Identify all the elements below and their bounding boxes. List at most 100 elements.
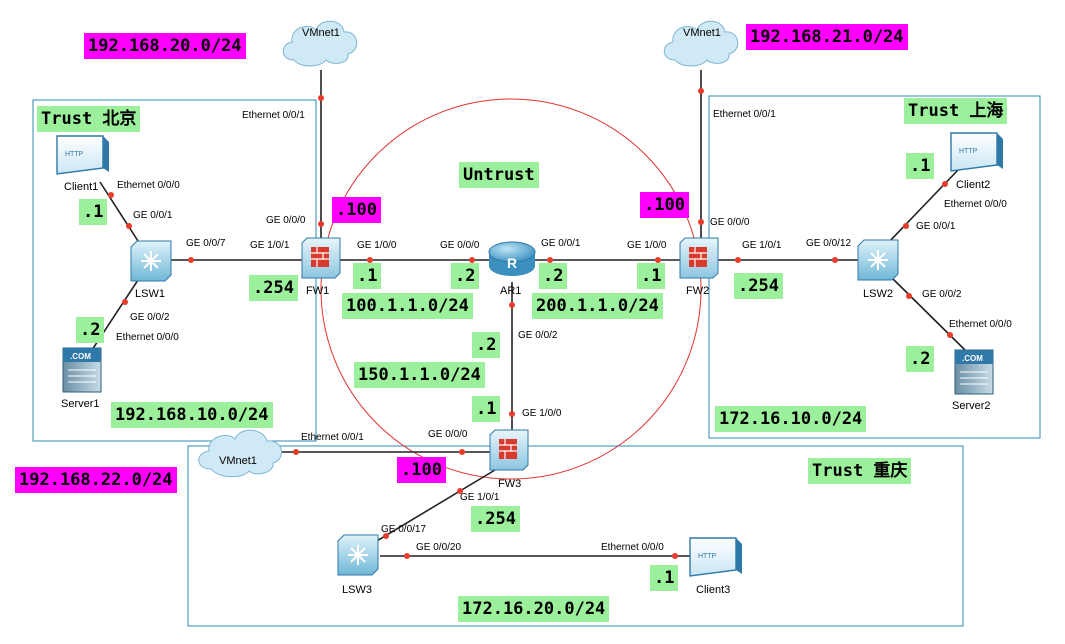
switch-icon: [337, 534, 379, 576]
port-label: GE 1/0/0: [627, 240, 667, 251]
port-label: GE 0/0/20: [416, 542, 461, 553]
zone-shanghai-label: Trust 上海: [904, 98, 1008, 124]
ip-label: .254: [249, 275, 298, 301]
vmnet-label: VMnet1: [219, 455, 257, 467]
server-icon: .COM: [954, 349, 994, 395]
dot-ar1-ge001: [547, 257, 553, 263]
dot-lsw2-ge0012: [832, 257, 838, 263]
dot-fw2-ge100: [655, 257, 661, 263]
port-label: GE 0/0/2: [922, 289, 962, 300]
fw1-label: FW1: [306, 285, 329, 297]
dot-server2: [947, 332, 953, 338]
ip-label: .100: [640, 192, 689, 218]
svg-text:HTTP: HTTP: [65, 151, 84, 158]
port-label: Ethernet 0/0/1: [242, 110, 305, 121]
client2-label: Client2: [956, 179, 990, 191]
dot-lsw1-ge001: [126, 223, 132, 229]
server2-label: Server2: [952, 400, 991, 412]
network-label: 200.1.1.0/24: [532, 293, 663, 319]
ip-label: .2: [906, 346, 935, 372]
dot-fw3-ge000: [459, 449, 465, 455]
network-label: 172.16.20.0/24: [458, 596, 610, 622]
vmnet-label: VMnet1: [683, 27, 721, 39]
vmnet-label: VMnet1: [302, 27, 340, 39]
dot-lsw1-ge002: [122, 299, 128, 305]
firewall-icon: [301, 237, 341, 279]
port-label: GE 0/0/17: [381, 524, 426, 535]
switch-icon: [857, 239, 899, 281]
fw3-label: FW3: [498, 478, 521, 490]
port-label: GE 0/0/1: [916, 221, 956, 232]
ip-label: .254: [734, 273, 783, 299]
dot-fw1-ge000: [318, 221, 324, 227]
ip-label: .1: [906, 153, 935, 179]
dot-fw1-eth001: [318, 95, 324, 101]
svg-text:.COM: .COM: [962, 354, 983, 363]
ip-label: .1: [353, 263, 382, 289]
port-label: Ethernet 0/0/0: [116, 332, 179, 343]
lsw1-label: LSW1: [135, 288, 165, 300]
link-lsw2-server2: [889, 275, 966, 351]
svg-text:HTTP: HTTP: [698, 553, 717, 560]
dot-fw1-ge100: [367, 257, 373, 263]
port-label: GE 0/0/2: [518, 330, 558, 341]
ip-label: .2: [539, 263, 568, 289]
link-fw3-lsw3: [369, 469, 496, 546]
untrust-circle: [320, 98, 702, 480]
dot-fw2-eth001: [698, 88, 704, 94]
network-label: 192.168.22.0/24: [15, 467, 177, 493]
zone-untrust-label: Untrust: [459, 162, 539, 188]
svg-text:.COM: .COM: [70, 352, 91, 361]
port-label: GE 0/0/12: [806, 238, 851, 249]
port-label: GE 0/0/0: [440, 240, 480, 251]
port-label: GE 0/0/7: [186, 238, 226, 249]
client1-label: Client1: [64, 181, 98, 193]
ip-label: .100: [397, 457, 446, 483]
network-label: 192.168.20.0/24: [84, 33, 246, 59]
client-pc-icon: HTTP: [950, 132, 1003, 172]
port-label: GE 1/0/1: [742, 240, 782, 251]
dot-lsw2-ge002: [906, 293, 912, 299]
ip-label: .100: [332, 197, 381, 223]
dot-ar1-ge002: [509, 302, 515, 308]
vmnet-cloud-icon: [282, 20, 358, 67]
dot-fw2-ge000: [698, 219, 704, 225]
dot-client3: [672, 553, 678, 559]
port-label: GE 1/0/1: [250, 240, 290, 251]
ip-label: .254: [471, 506, 520, 532]
ar1-label: AR1: [500, 285, 521, 297]
ip-label: .1: [472, 396, 501, 422]
port-label: GE 1/0/0: [357, 240, 397, 251]
dot-client2: [942, 181, 948, 187]
port-label: GE 0/0/0: [710, 217, 750, 228]
dot-lsw1-ge007: [188, 257, 194, 263]
dot-lsw2-ge001: [903, 223, 909, 229]
network-label: 192.168.21.0/24: [746, 24, 908, 50]
dot-fw3-ge101: [457, 488, 463, 494]
zone-chongqing-box: [187, 445, 964, 627]
ip-label: .2: [451, 263, 480, 289]
vmnet-cloud-icon: [198, 429, 282, 478]
dot-client1: [108, 192, 114, 198]
firewall-icon: [489, 429, 529, 471]
link-client1-lsw1: [99, 181, 139, 242]
client-pc-icon: HTTP: [689, 537, 742, 577]
port-label: GE 0/0/2: [130, 312, 170, 323]
port-label: GE 1/0/1: [460, 492, 500, 503]
port-label: GE 1/0/0: [522, 408, 562, 419]
dot-lsw3-ge0020: [404, 553, 410, 559]
router-icon: R: [488, 241, 536, 276]
lsw2-label: LSW2: [863, 288, 893, 300]
dot-fw3-eth001: [293, 449, 299, 455]
dot-ar1-ge000: [469, 257, 475, 263]
svg-text:HTTP: HTTP: [959, 148, 978, 155]
dot-fw3-ge100: [509, 411, 515, 417]
port-label: Ethernet 0/0/0: [117, 180, 180, 191]
client3-label: Client3: [696, 584, 730, 596]
port-label: GE 0/0/0: [428, 429, 468, 440]
firewall-icon: [679, 237, 719, 279]
fw2-label: FW2: [686, 285, 709, 297]
zone-chongqing-label: Trust 重庆: [808, 458, 912, 484]
